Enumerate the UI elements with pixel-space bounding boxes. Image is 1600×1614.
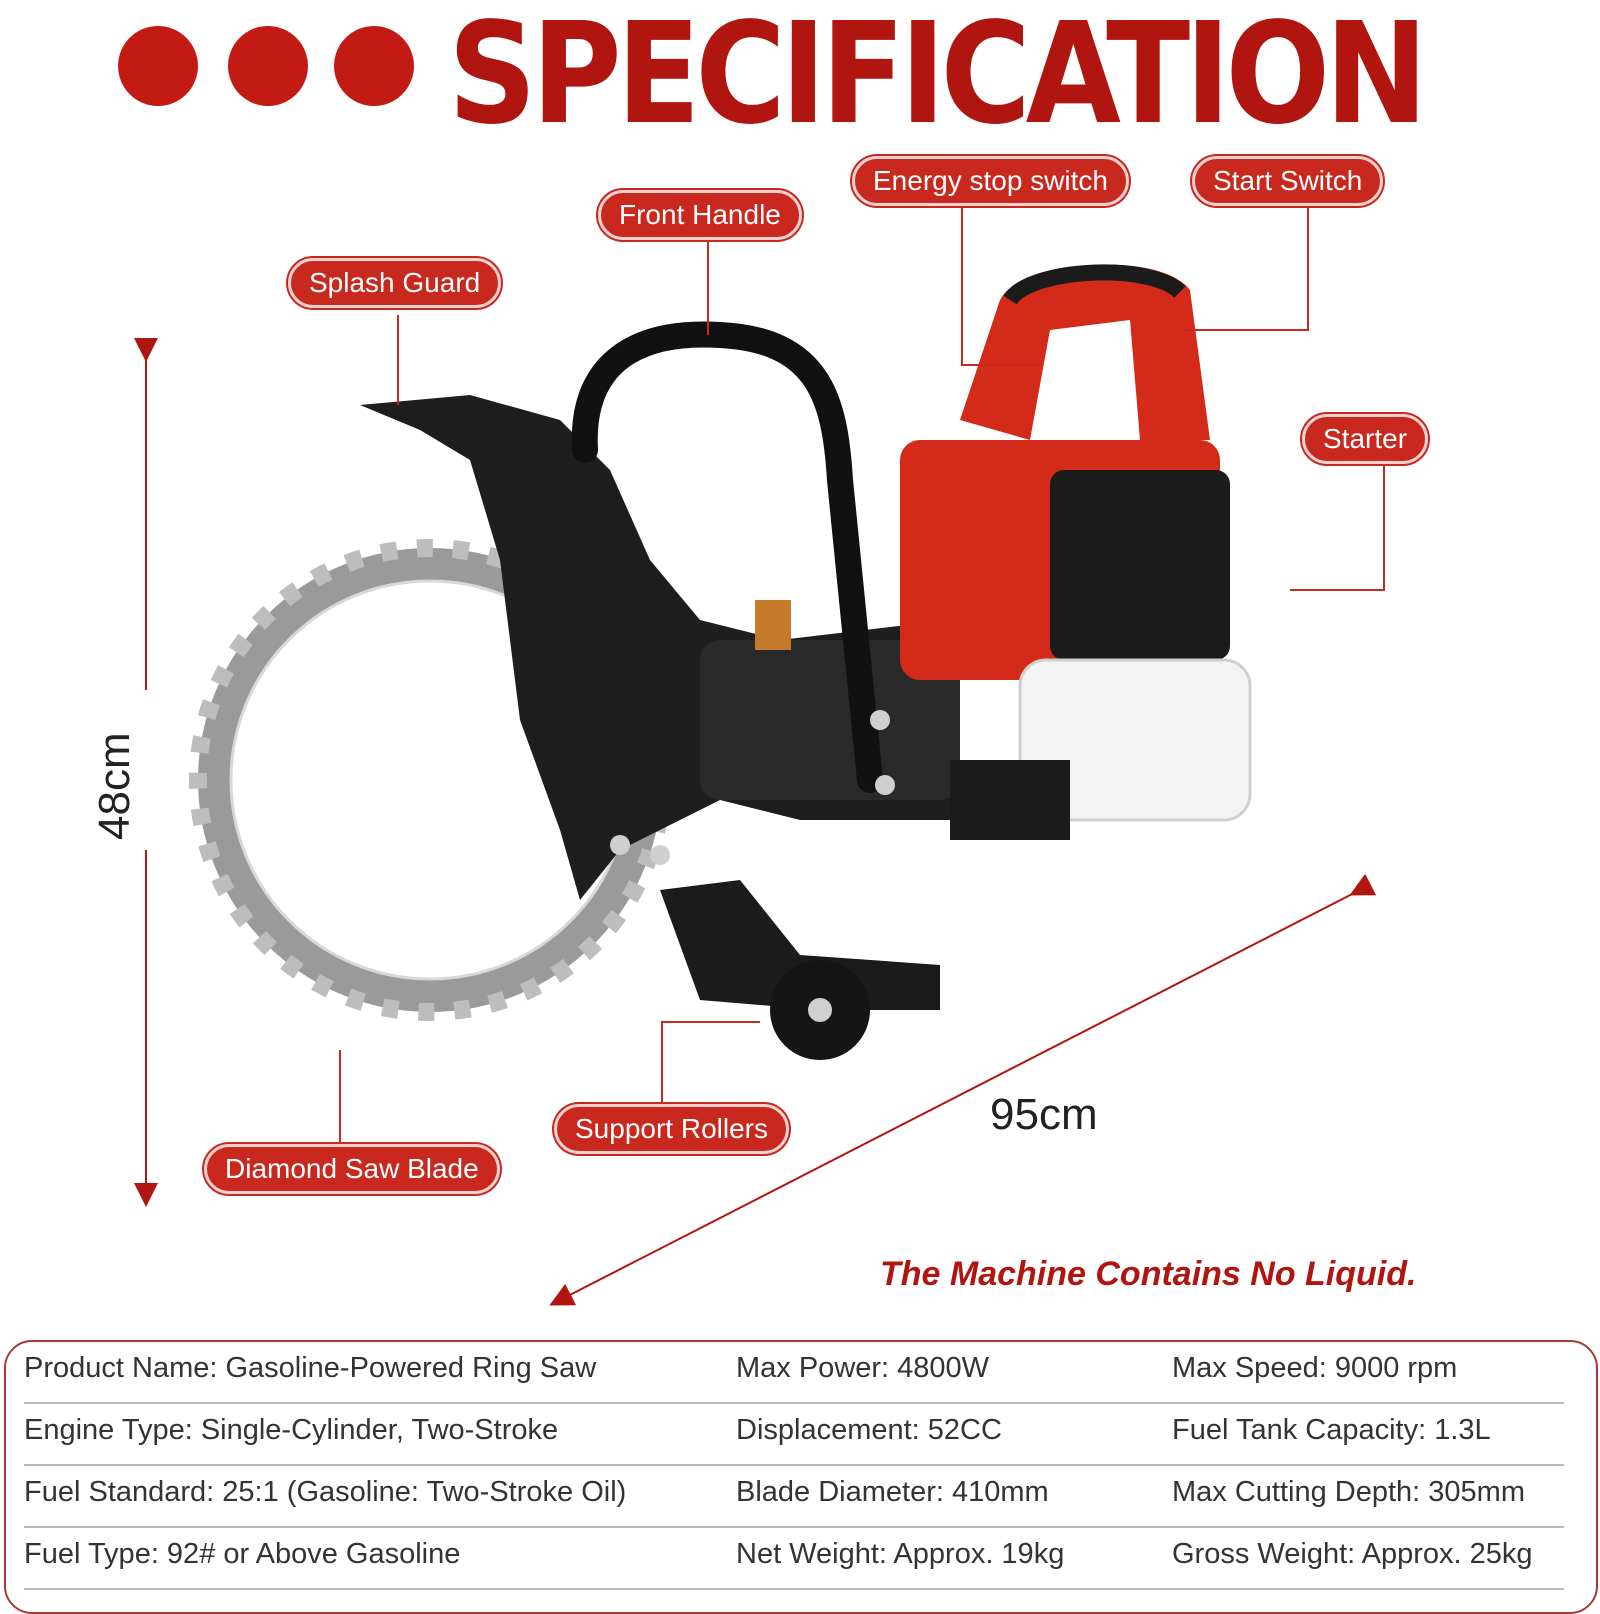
- no-liquid-note: The Machine Contains No Liquid.: [880, 1255, 1417, 1293]
- spec-cell: Net Weight: Approx. 19kg: [736, 1538, 1065, 1570]
- header-dot-2: [228, 26, 308, 106]
- spec-cell: Fuel Tank Capacity: 1.3L: [1172, 1414, 1491, 1446]
- label-front-handle: Front Handle: [598, 190, 802, 240]
- spec-cell: Fuel Standard: 25:1 (Gasoline: Two-Strok…: [24, 1476, 627, 1508]
- table-row: Product Name: Gasoline-Powered Ring Saw …: [24, 1342, 1564, 1404]
- label-energy-stop-switch: Energy stop switch: [852, 156, 1129, 206]
- spec-table: Product Name: Gasoline-Powered Ring Saw …: [4, 1340, 1598, 1614]
- spec-cell: Gross Weight: Approx. 25kg: [1172, 1538, 1533, 1570]
- ring-saw-illustration: [134, 203, 1385, 1306]
- spec-cell: Max Power: 4800W: [736, 1352, 990, 1384]
- spec-cell: Max Speed: 9000 rpm: [1172, 1352, 1458, 1384]
- length-dimension-line: [549, 873, 1377, 1306]
- header-dot-3: [334, 26, 414, 106]
- spec-cell: Fuel Type: 92# or Above Gasoline: [24, 1538, 461, 1570]
- label-splash-guard: Splash Guard: [288, 258, 502, 308]
- spec-cell: Engine Type: Single-Cylinder, Two-Stroke: [24, 1414, 559, 1446]
- label-diamond-saw-blade: Diamond Saw Blade: [204, 1144, 500, 1194]
- saw-body-graphic: [360, 264, 1252, 1060]
- page-title: SPECIFICATION: [448, 0, 1428, 156]
- spec-cell: Max Cutting Depth: 305mm: [1172, 1476, 1525, 1508]
- label-start-switch: Start Switch: [1192, 156, 1384, 206]
- spec-cell: Displacement: 52CC: [736, 1414, 1002, 1446]
- label-support-rollers: Support Rollers: [554, 1104, 789, 1154]
- leader-lines: [339, 203, 1385, 1146]
- height-dimension-label: 48cm: [90, 732, 139, 840]
- table-row: Fuel Standard: 25:1 (Gasoline: Two-Strok…: [24, 1466, 1564, 1528]
- length-dimension-label: 95cm: [990, 1090, 1098, 1139]
- header-dot-1: [118, 26, 198, 106]
- spec-cell: Product Name: Gasoline-Powered Ring Saw: [24, 1352, 597, 1384]
- spec-cell: Blade Diameter: 410mm: [736, 1476, 1049, 1508]
- label-starter: Starter: [1302, 414, 1429, 464]
- table-row: Engine Type: Single-Cylinder, Two-Stroke…: [24, 1404, 1564, 1466]
- table-row: Fuel Type: 92# or Above Gasoline Net Wei…: [24, 1528, 1564, 1590]
